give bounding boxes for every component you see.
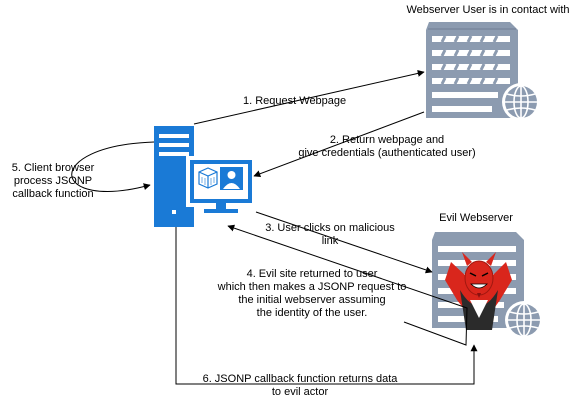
client-label-line1: 5. Client browser xyxy=(11,162,95,174)
step-2-label-line1: 2. Return webpage and xyxy=(329,134,445,146)
server-icon xyxy=(426,22,518,118)
arrow-6-exfiltrate xyxy=(175,227,478,385)
step-6-label-line2: to evil actor xyxy=(271,386,329,398)
devil-icon xyxy=(445,252,512,330)
step-3-label-line2: link xyxy=(321,235,339,247)
step-4-label-line2: which then makes a JSONP request to xyxy=(217,281,407,293)
client-label-line3: callback function xyxy=(12,188,94,200)
cube-icon xyxy=(198,167,218,189)
globe-icon xyxy=(505,301,543,339)
step-3-label-line1: 3. User clicks on malicious xyxy=(265,222,395,234)
arrow-5-callback-loop xyxy=(71,141,155,192)
step-6-label-line1: 6. JSONP callback function returns data xyxy=(202,373,398,385)
user-icon xyxy=(220,167,243,190)
evil-server-icon xyxy=(432,232,543,339)
arrow-4-evil-return xyxy=(227,224,468,346)
webserver-server-icon xyxy=(426,22,540,121)
evil-webserver-label: Evil Webserver xyxy=(439,212,513,224)
arrow-2-return xyxy=(253,111,425,178)
step-1-label: 1. Request Webpage xyxy=(243,95,347,107)
step-4-label-line1: 4. Evil site returned to user xyxy=(246,268,378,280)
webserver-label: Webserver User is in contact with xyxy=(406,4,570,16)
step-4-label-line4: the identity of the user. xyxy=(256,307,368,319)
arrow-3-malicious-link xyxy=(255,211,433,274)
globe-icon xyxy=(502,83,540,121)
arrow-1-request xyxy=(193,69,425,125)
client-label-line2: process JSONP xyxy=(13,175,93,187)
step-4-label-line3: the initial webserver assuming xyxy=(238,294,386,306)
step-2-label-line2: give credentials (authenticated user) xyxy=(298,147,476,159)
client-computer xyxy=(154,126,256,227)
